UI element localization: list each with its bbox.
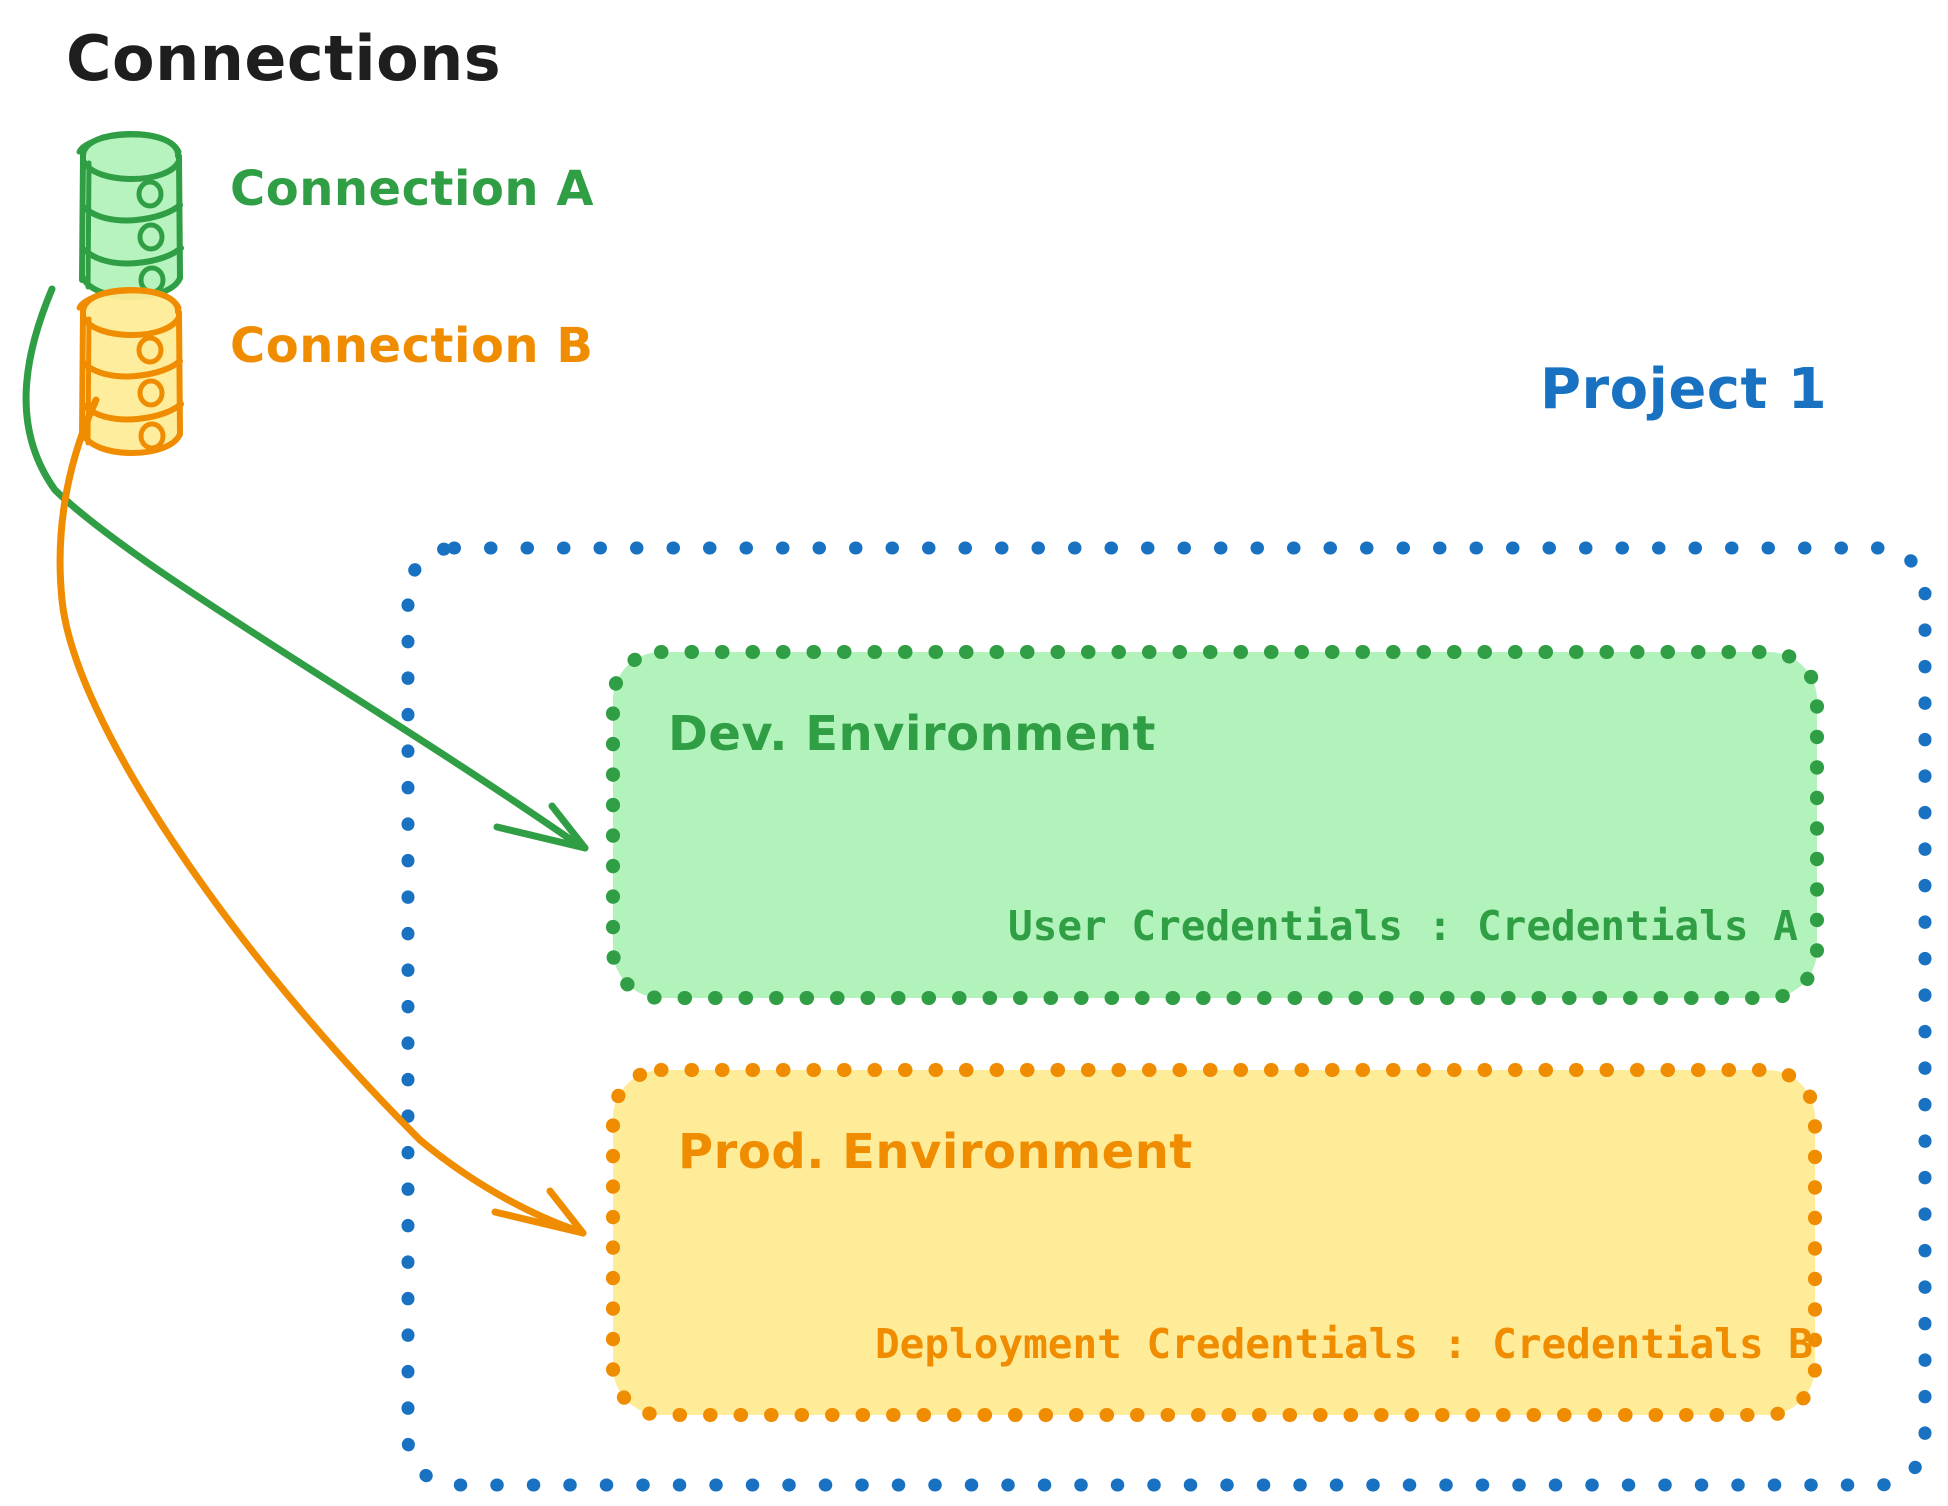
database-cylinder-icon-connection-a [76, 130, 184, 301]
dev-environment-box-fill [613, 652, 1817, 998]
prod-environment-box-fill [613, 1070, 1815, 1415]
database-cylinder-icon-connection-b [76, 286, 184, 457]
prod-environment-box-border [606, 1063, 1822, 1422]
project-label: Project 1 [1540, 357, 1827, 422]
page-title: Connections [66, 22, 501, 95]
prod-environment-title: Prod. Environment [678, 1124, 1193, 1180]
arrow-connection-a-to-dev [22, 285, 589, 852]
arrow-connection-b-to-prod [56, 396, 587, 1237]
dev-environment-title: Dev. Environment [668, 706, 1156, 762]
prod-environment-credentials: Deployment Credentials : Credentials B [875, 1320, 1813, 1368]
connection-a-label: Connection A [230, 161, 594, 217]
dev-environment-credentials: User Credentials : Credentials A [1008, 902, 1798, 950]
dev-environment-box-border [606, 645, 1824, 1005]
connection-b-label: Connection B [230, 318, 593, 374]
